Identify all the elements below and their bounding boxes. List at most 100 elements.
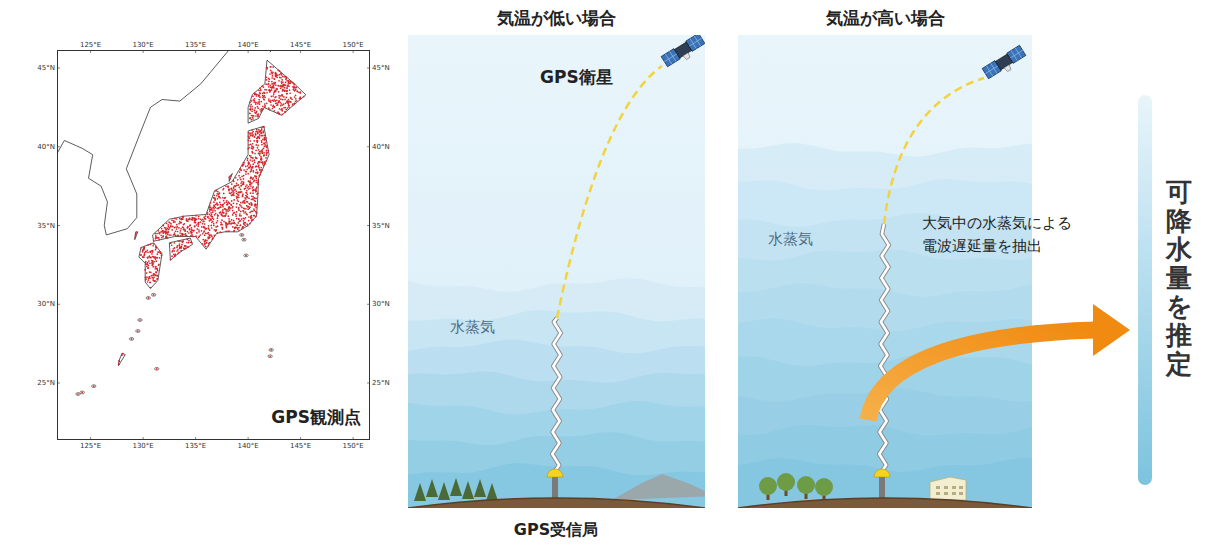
tree: [414, 483, 426, 501]
observation-point: [185, 233, 187, 235]
observation-point: [172, 248, 174, 250]
observation-point: [242, 210, 244, 212]
observation-point: [176, 245, 178, 247]
water-vapor-band: [408, 278, 705, 508]
small-island: [155, 367, 159, 370]
observation-point: [157, 278, 159, 280]
axis-tick-label: 130°E: [132, 41, 153, 50]
observation-point: [256, 169, 258, 171]
axis-tick-label: 30°N: [372, 300, 390, 309]
observation-point: [231, 200, 233, 202]
observation-point: [250, 192, 252, 194]
observation-point: [147, 279, 149, 281]
observation-point: [287, 83, 289, 85]
observation-point: [152, 264, 154, 266]
observation-point: [152, 266, 154, 268]
observation-point: [188, 219, 190, 221]
observation-point: [222, 210, 224, 212]
observation-point: [186, 239, 188, 241]
observation-point: [281, 81, 283, 83]
antenna: [683, 53, 691, 60]
observation-point: [244, 202, 246, 204]
radio-signal: [884, 78, 984, 224]
observation-point: [254, 94, 256, 96]
observation-point: [246, 168, 248, 170]
antenna: [1004, 65, 1012, 72]
observation-point: [208, 228, 210, 230]
observation-point: [256, 138, 258, 140]
tree: [450, 478, 462, 496]
observation-point: [261, 132, 263, 134]
observation-point: [156, 253, 158, 255]
observation-point: [189, 228, 191, 230]
observation-point: [263, 152, 265, 154]
observation-point: [285, 76, 287, 78]
observation-point: [262, 163, 264, 165]
observation-point: [152, 256, 154, 258]
observation-point: [245, 213, 247, 215]
small-island: [240, 234, 244, 237]
observation-point: [165, 232, 167, 234]
observation-point: [165, 237, 167, 239]
observation-point: [242, 196, 244, 198]
observation-point: [263, 95, 265, 97]
observation-point: [273, 105, 275, 107]
observation-point: [230, 175, 232, 177]
observation-point: [243, 202, 245, 204]
observation-point: [258, 129, 260, 131]
observation-point: [257, 163, 259, 165]
observation-point: [274, 83, 276, 85]
observation-point: [224, 197, 226, 199]
observation-point: [252, 143, 254, 145]
observation-point: [266, 154, 268, 156]
observation-point: [184, 248, 186, 250]
observation-point: [290, 97, 292, 99]
observation-point: [217, 220, 219, 222]
observation-point: [282, 76, 284, 78]
observation-point: [261, 141, 263, 143]
mountain: [612, 474, 705, 500]
observation-point: [217, 214, 219, 216]
observation-point: [233, 222, 235, 224]
observation-point: [222, 228, 224, 230]
observation-point: [180, 247, 182, 249]
observation-point: [181, 233, 183, 235]
observation-point: [233, 227, 235, 229]
observation-point: [209, 229, 211, 231]
observation-point: [254, 175, 256, 177]
observation-point: [165, 236, 167, 238]
observation-point: [238, 218, 240, 220]
observation-point: [254, 93, 256, 95]
observation-point: [204, 223, 206, 225]
observation-point: [174, 255, 176, 257]
observation-point: [251, 119, 253, 121]
observation-point: [211, 238, 213, 240]
observation-point: [270, 104, 272, 106]
observation-point: [264, 139, 266, 141]
observation-point: [224, 197, 226, 199]
observation-point: [259, 131, 261, 133]
observation-point: [278, 85, 280, 87]
observation-point: [290, 97, 292, 99]
observation-point: [285, 111, 287, 113]
observation-point: [296, 100, 298, 102]
observation-point: [286, 90, 288, 92]
observation-point: [144, 252, 146, 254]
observation-point: [179, 243, 181, 245]
observation-point: [216, 222, 218, 224]
observation-point: [239, 168, 241, 170]
observation-point: [243, 162, 245, 164]
observation-point: [170, 225, 172, 227]
observation-point: [269, 100, 271, 102]
observation-point: [228, 218, 230, 220]
observation-point: [255, 212, 257, 214]
observation-point: [249, 187, 251, 189]
observation-point: [228, 207, 230, 209]
observation-point: [254, 136, 256, 138]
observation-point: [173, 221, 175, 223]
observation-point: [283, 76, 285, 78]
observation-point: [246, 223, 248, 225]
observation-point: [256, 140, 258, 142]
observation-point: [261, 144, 263, 146]
observation-point: [179, 232, 181, 234]
